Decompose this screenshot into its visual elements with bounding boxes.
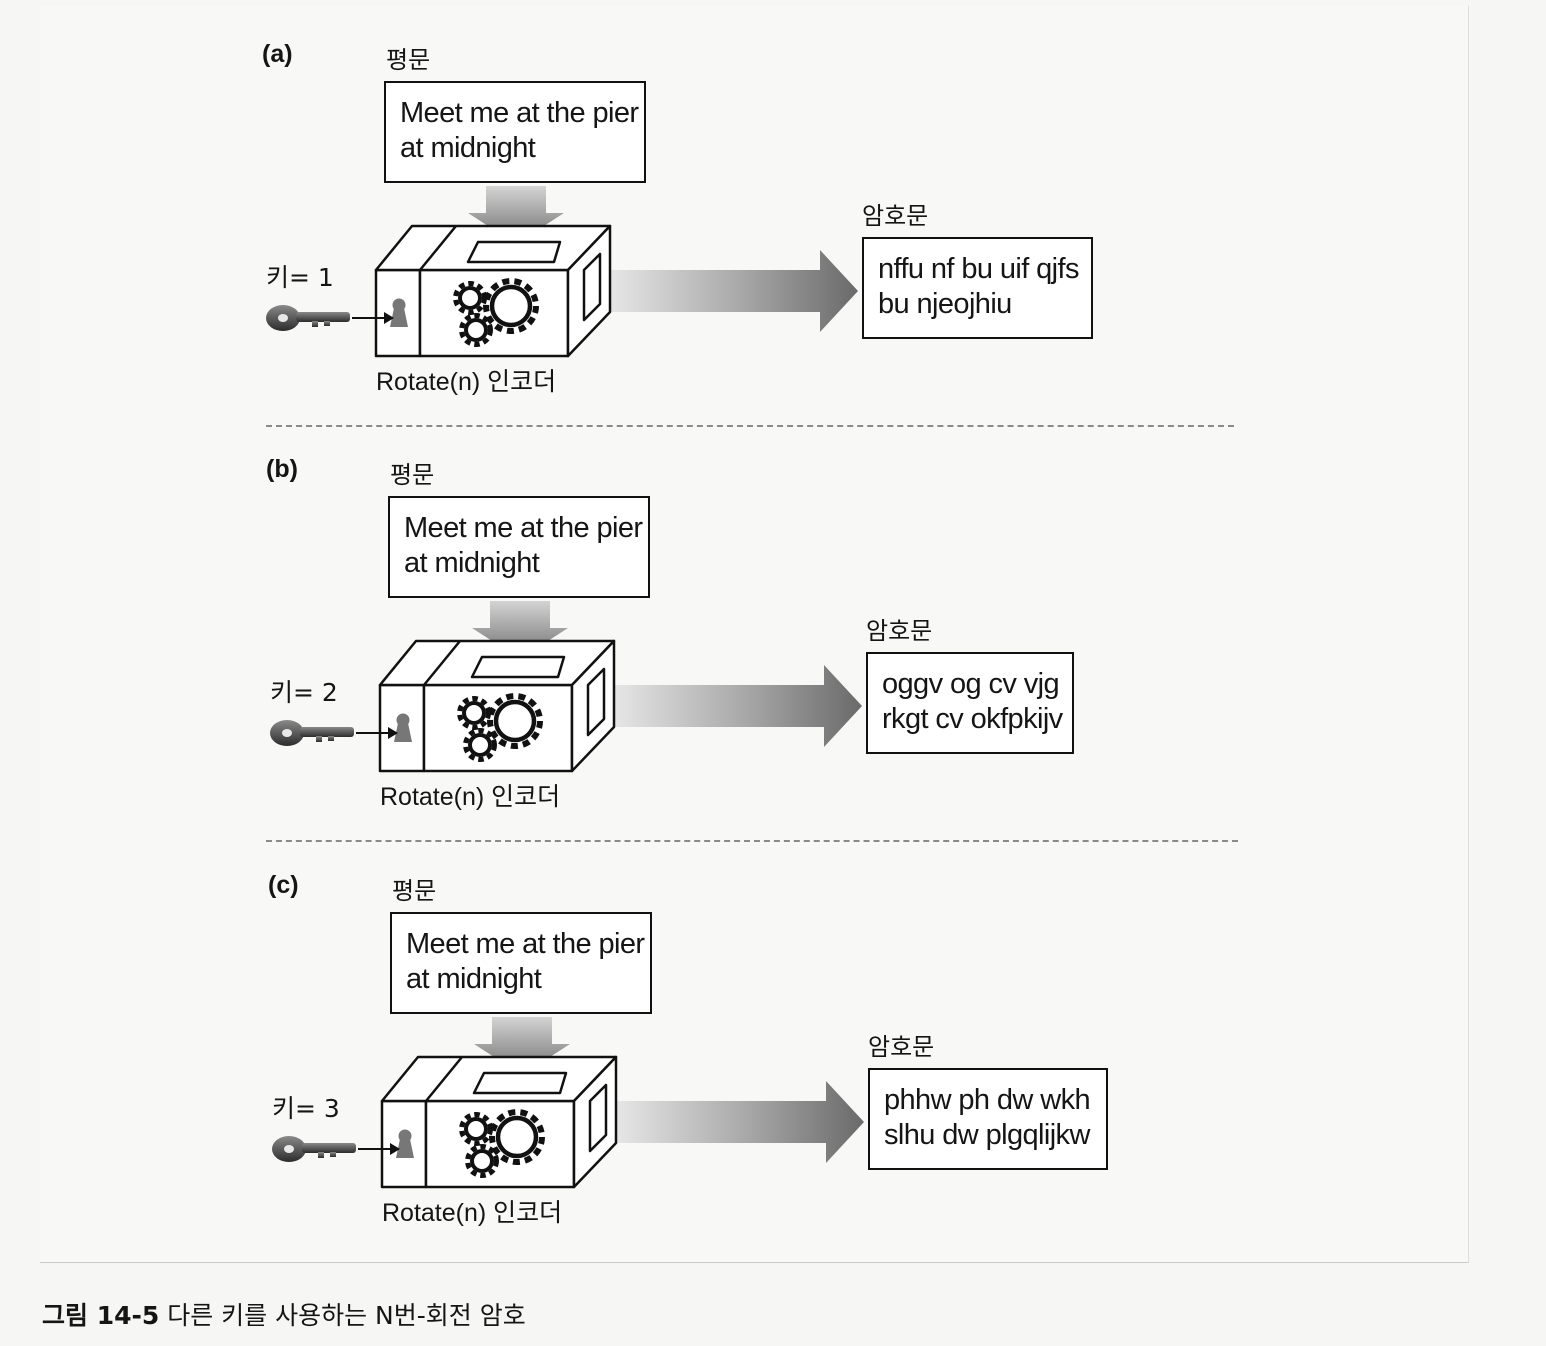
ciphertext-box: oggv og cv vjg rkgt cv okfpkijv bbox=[866, 652, 1074, 754]
panel-label: (a) bbox=[262, 40, 293, 68]
encoder-label: Rotate(n) 인코더 bbox=[376, 368, 557, 396]
ciphertext-line: oggv og cv vjg bbox=[882, 668, 1060, 700]
encoder-box bbox=[374, 224, 612, 358]
plaintext-line: at midnight bbox=[404, 547, 540, 579]
encoder-diagram bbox=[270, 601, 862, 773]
ciphertext-line: phhw ph dw wkh bbox=[884, 1084, 1091, 1116]
divider-ab bbox=[266, 425, 1234, 427]
plaintext-header: 평문 bbox=[390, 461, 435, 489]
right-arrow-icon bbox=[598, 250, 858, 332]
plaintext-line: at midnight bbox=[406, 963, 542, 995]
encoder-diagram bbox=[272, 1017, 864, 1189]
figure-frame bbox=[40, 6, 1469, 1263]
plaintext-line: Meet me at the pier bbox=[400, 97, 639, 129]
encoder-box bbox=[380, 1055, 618, 1189]
caption-number: 그림 14-5 bbox=[42, 1301, 160, 1330]
panel-label: (b) bbox=[266, 455, 298, 483]
key-icon bbox=[266, 305, 350, 331]
panel-a: (a) 평문 Meet me at the pier at midnight 암… bbox=[0, 0, 1546, 410]
down-arrow-icon bbox=[474, 1017, 570, 1075]
plaintext-box: Meet me at the pier at midnight bbox=[390, 912, 652, 1014]
plaintext-line: Meet me at the pier bbox=[406, 928, 645, 960]
divider-bc bbox=[266, 840, 1238, 842]
encoder-box bbox=[378, 639, 616, 773]
down-arrow-icon bbox=[472, 601, 568, 659]
encoder-label: Rotate(n) 인코더 bbox=[380, 783, 561, 811]
key-insert-arrow-icon bbox=[358, 1143, 400, 1155]
plaintext-header: 평문 bbox=[386, 46, 431, 74]
ciphertext-line: nffu nf bu uif qjfs bbox=[878, 253, 1079, 285]
encoder-label: Rotate(n) 인코더 bbox=[382, 1199, 563, 1227]
key-icon bbox=[270, 720, 354, 746]
ciphertext-header: 암호문 bbox=[862, 202, 929, 230]
plaintext-box: Meet me at the pier at midnight bbox=[384, 81, 646, 183]
ciphertext-header: 암호문 bbox=[868, 1033, 935, 1061]
ciphertext-box: nffu nf bu uif qjfs bu njeojhiu bbox=[862, 237, 1093, 339]
ciphertext-line: slhu dw plgqlijkw bbox=[884, 1119, 1090, 1151]
key-label: 키= 3 bbox=[272, 1094, 340, 1123]
keyhole-icon bbox=[394, 713, 412, 742]
panel-label: (c) bbox=[268, 871, 299, 899]
panel-c: (c) 평문 Meet me at the pier at midnight 암… bbox=[0, 831, 1546, 1241]
plaintext-box: Meet me at the pier at midnight bbox=[388, 496, 650, 598]
key-label: 키= 2 bbox=[270, 678, 338, 707]
ciphertext-line: rkgt cv okfpkijv bbox=[882, 703, 1063, 735]
right-arrow-icon bbox=[604, 1081, 864, 1163]
down-arrow-icon bbox=[468, 186, 564, 244]
plaintext-line: at midnight bbox=[400, 132, 536, 164]
plaintext-line: Meet me at the pier bbox=[404, 512, 643, 544]
panel-b: (b) 평문 Meet me at the pier at midnight 암… bbox=[0, 415, 1546, 825]
key-label: 키= 1 bbox=[266, 263, 334, 292]
ciphertext-header: 암호문 bbox=[866, 617, 933, 645]
ciphertext-box: phhw ph dw wkh slhu dw plgqlijkw bbox=[868, 1068, 1108, 1170]
keyhole-icon bbox=[396, 1129, 414, 1158]
ciphertext-line: bu njeojhiu bbox=[878, 288, 1012, 320]
keyhole-icon bbox=[390, 298, 408, 327]
key-icon bbox=[272, 1136, 356, 1162]
caption-text: 다른 키를 사용하는 N번-회전 암호 bbox=[167, 1301, 526, 1330]
encoder-diagram bbox=[266, 186, 858, 358]
plaintext-header: 평문 bbox=[392, 877, 437, 905]
key-insert-arrow-icon bbox=[356, 727, 398, 739]
right-arrow-icon bbox=[602, 665, 862, 747]
key-insert-arrow-icon bbox=[352, 312, 394, 324]
figure-caption: 그림 14-5 다른 키를 사용하는 N번-회전 암호 bbox=[42, 1296, 526, 1332]
